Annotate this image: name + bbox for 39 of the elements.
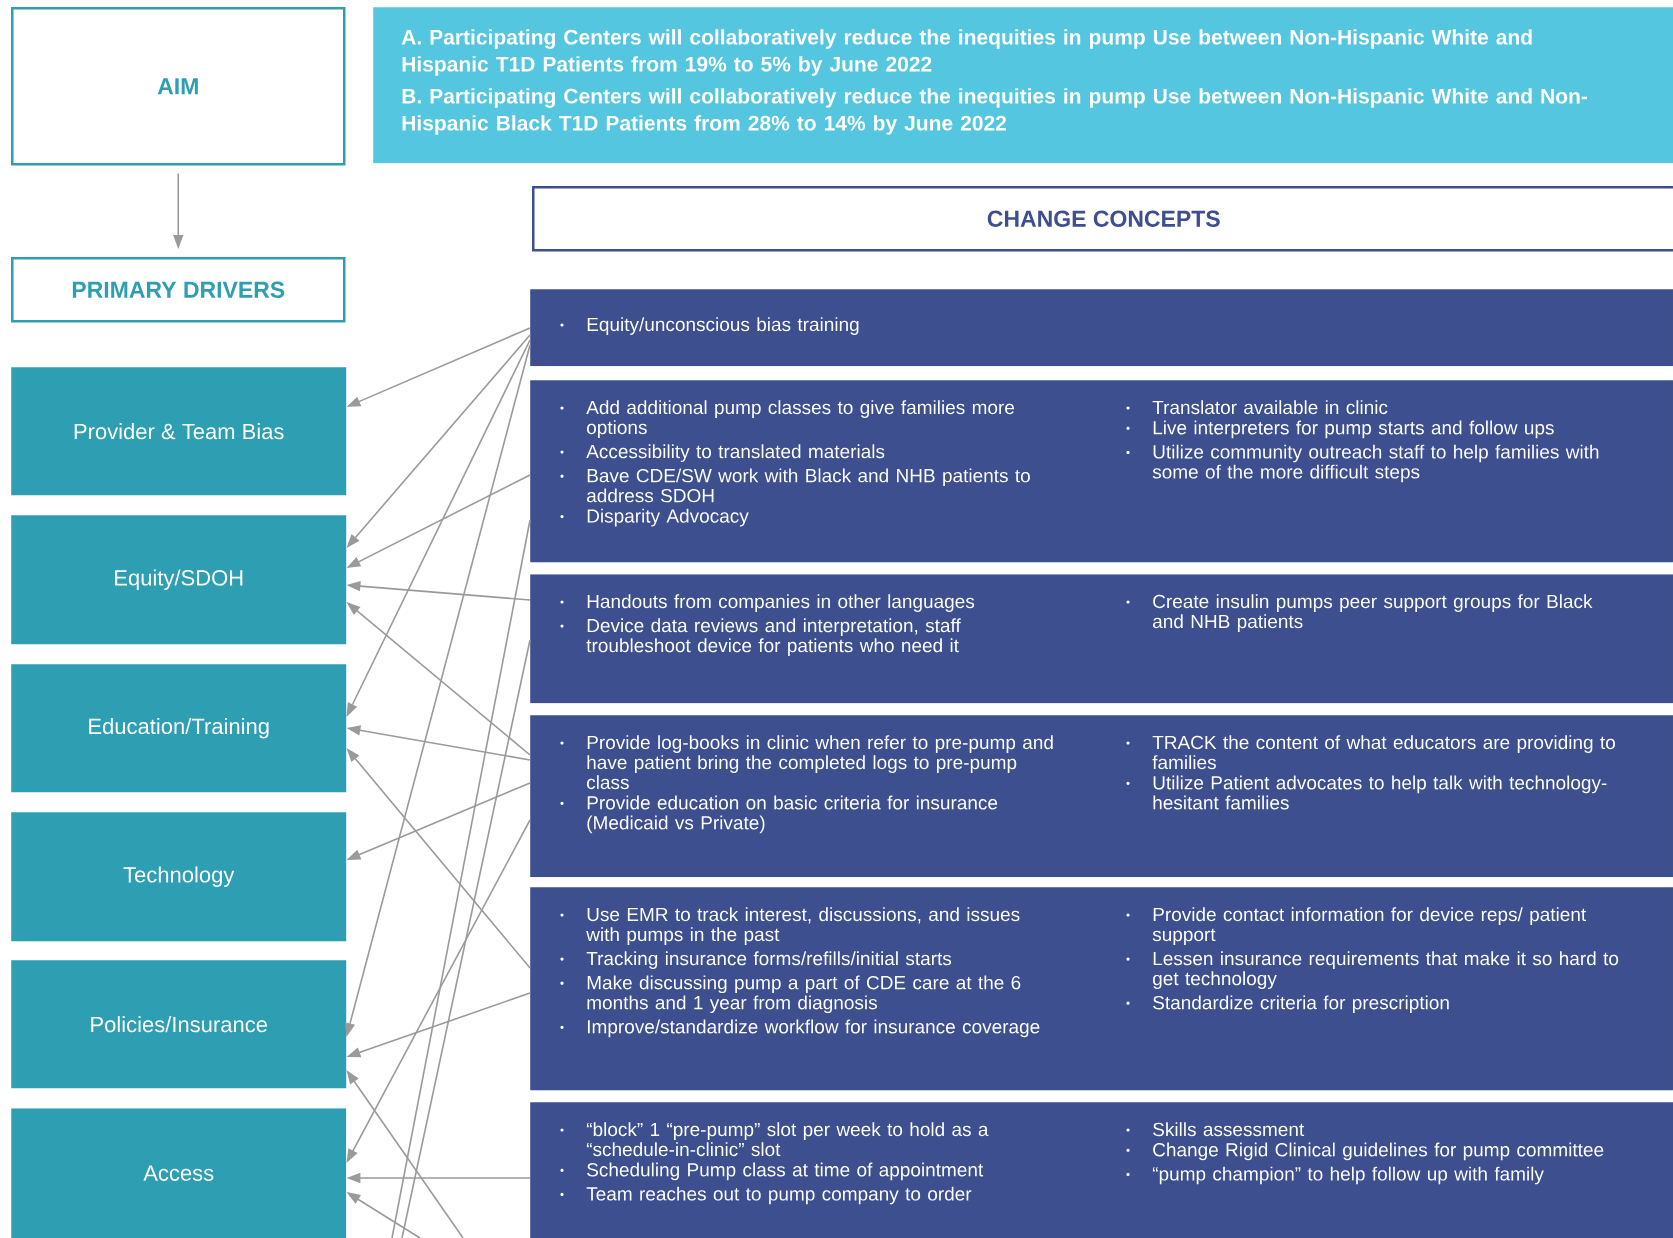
bullet-item: Provide education on basic criteria for insurance (Medicaid vs Private) xyxy=(560,795,998,834)
bullet-item: Accessibility to translated materials xyxy=(560,444,885,462)
bullet-item: Provide contact information for device reps/ patient support xyxy=(1126,907,1587,945)
aim-statement: B. Participating Centers will collaboratively reduce the inequities in pump Use between Non-Hispanic White and Non-Hispanic Black T1D Patients from 28% to 14% by June 2022 xyxy=(402,88,1588,135)
bullet-item: Utilize community outreach staff to help families with some of the more difficult steps xyxy=(1126,444,1599,483)
driver-box: Technology xyxy=(11,812,347,942)
bullet-item: Use EMR to track interest, discussions, and issues with pumps in the past xyxy=(560,907,1020,945)
driver-box: Equity/SDOH xyxy=(11,515,347,645)
bullet-item: Team reaches out to pump company to order xyxy=(560,1186,972,1205)
bullet-item: Utilize Patient advocates to help talk with technology-hesitant families xyxy=(1126,775,1607,810)
bullet-item: Improve/standardize workflow for insurance coverage xyxy=(560,1019,1040,1038)
bullet-item: “block” 1 “pre-pump” slot per week to hold as a “schedule-in-clinic” slot xyxy=(560,1122,989,1157)
bullet-item: Device data reviews and interpretation, staff troubleshoot device for patients who need it xyxy=(560,618,961,656)
bullet-item: Equity/unconscious bias training xyxy=(560,317,859,335)
bullet-item: “pump champion” to help follow up with family xyxy=(1126,1166,1544,1185)
bullet-item: Live interpreters for pump starts and follow ups xyxy=(1126,420,1554,439)
bullet-item: Disparity Advocacy xyxy=(560,508,749,527)
bullet-item: Handouts from companies in other languages xyxy=(560,594,975,612)
bullet-item: Skills assessment xyxy=(1126,1122,1305,1137)
bullet-item: Scheduling Pump class at time of appointment xyxy=(560,1162,984,1181)
aim-box: AIM xyxy=(11,7,346,166)
bullet-item: Add additional pump classes to give families more options xyxy=(560,400,1015,438)
bullet-item: Standardize criteria for prescription xyxy=(1126,995,1449,1014)
bullet-item: Translator available in clinic xyxy=(1126,400,1388,415)
heading-box: PRIMARY DRIVERS xyxy=(11,257,346,323)
bullet-item: Lessen insurance requirements that make it so hard to get technology xyxy=(1126,951,1619,989)
bullet-item: Change Rigid Clinical guidelines for pump committee xyxy=(1126,1142,1604,1161)
driver-box: Provider & Team Bias xyxy=(11,367,347,496)
bullet-item: Bave CDE/SW work with Black and NHB patients to address SDOH xyxy=(560,468,1030,503)
heading-box: CHANGE CONCEPTS xyxy=(532,186,1673,252)
bullet-item: Tracking insurance forms/refills/initial starts xyxy=(560,951,952,969)
bullet-item: Provide log-books in clinic when refer to pre-pump and have patient bring the completed logs to pre-pump class xyxy=(560,735,1053,790)
driver-box: Access xyxy=(11,1108,347,1238)
driver-box: Education/Training xyxy=(11,664,347,793)
driver-box: Policies/Insurance xyxy=(11,960,347,1089)
aim-statement: A. Participating Centers will collaboratively reduce the inequities in pump Use between Non-Hispanic White and Hispanic T1D Patients from 19% to 5% by June 2022 xyxy=(401,29,1532,76)
bullet-item: TRACK the content of what educators are providing to families xyxy=(1126,735,1615,770)
bullet-item: Create insulin pumps peer support groups for Black and NHB patients xyxy=(1126,594,1593,632)
bullet-item: Make discussing pump a part of CDE care at the 6 months and 1 year from diagnosis xyxy=(560,975,1021,1014)
